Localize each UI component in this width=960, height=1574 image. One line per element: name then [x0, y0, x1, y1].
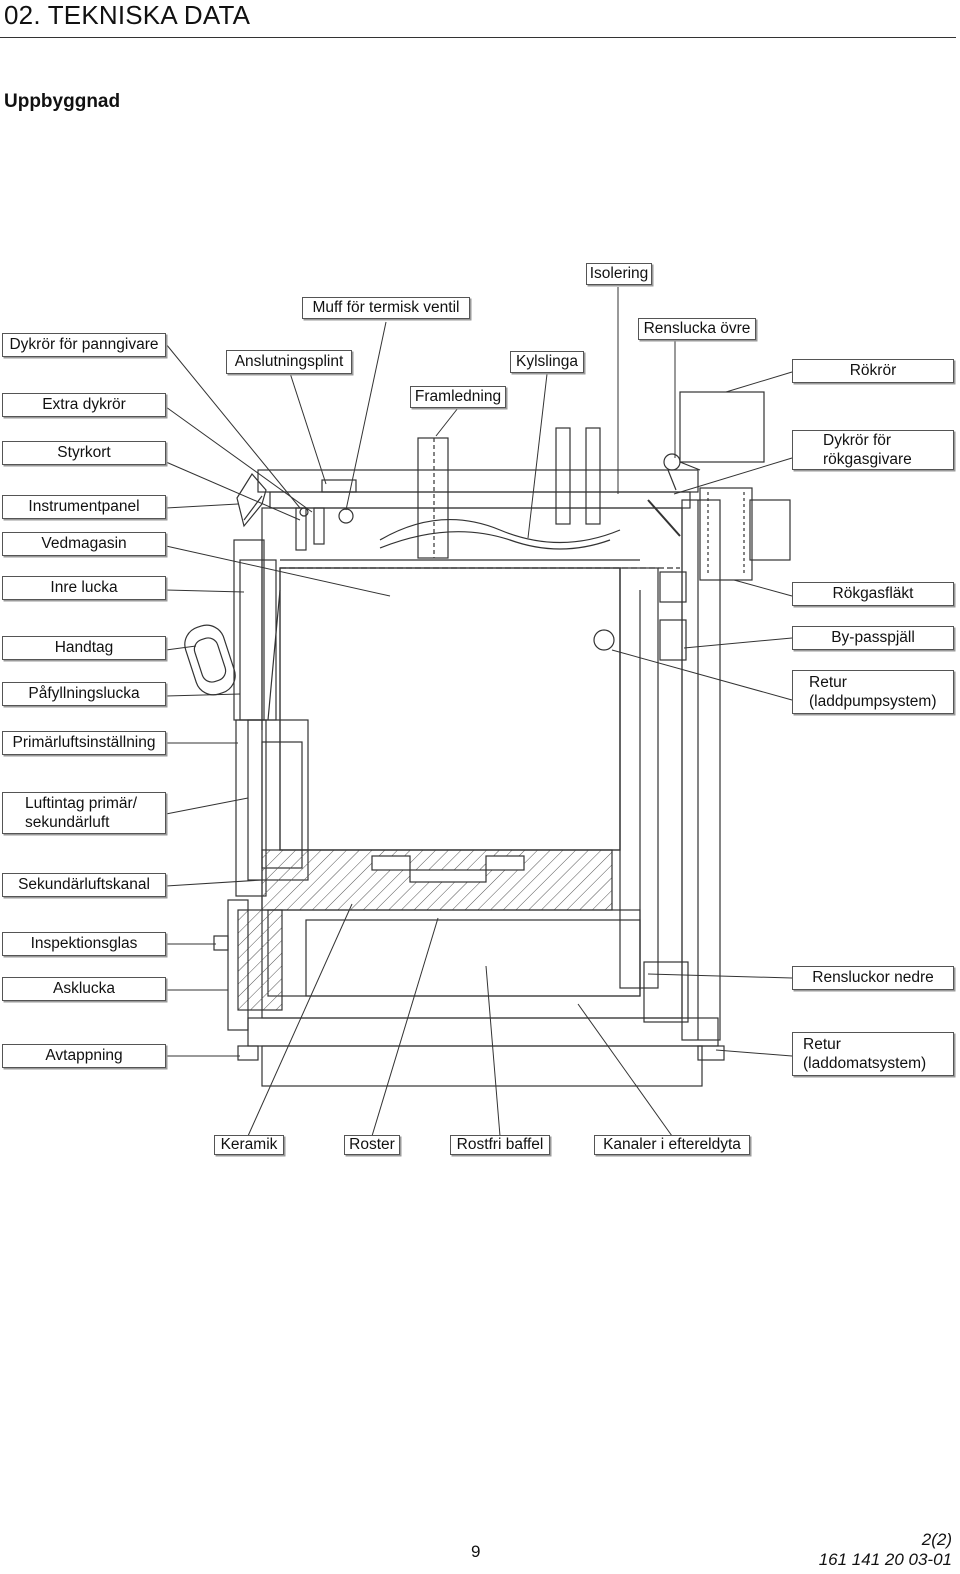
boiler-water-jacket [261, 507, 683, 1019]
door-handle [184, 624, 236, 696]
label-inre-lucka: Inre lucka [2, 576, 166, 600]
ash-chamber [267, 909, 641, 997]
label-styrkort: Styrkort [2, 441, 166, 465]
label-framledning: Framledning [410, 386, 506, 408]
label-kanaler-eftereldyta: Kanaler i eftereldyta [594, 1135, 750, 1155]
lower-cleaning-hatch [643, 961, 689, 1023]
label-rostfri-baffel: Rostfri baffel [450, 1135, 550, 1155]
label-keramik: Keramik [214, 1135, 284, 1155]
label-muff-termisk-ventil: Muff för termisk ventil [302, 297, 470, 319]
header-divider [0, 37, 956, 38]
boiler-right-casing [681, 499, 721, 1041]
flue-channel [619, 567, 659, 989]
label-pafyllningslucka: Påfyllningslucka [2, 682, 166, 706]
label-rensluckor-nedre: Rensluckor nedre [792, 966, 954, 990]
label-isolering: Isolering [586, 263, 652, 285]
label-vedmagasin: Vedmagasin [2, 532, 166, 556]
label-instrumentpanel: Instrumentpanel [2, 495, 166, 519]
cooling-coil-pipe-1 [555, 427, 571, 525]
label-dykror-rokgasgivare: Dykrör för rökgasgivare [792, 430, 954, 470]
label-rokror: Rökrör [792, 359, 954, 383]
document-page-indicator: 2(2) [921, 1530, 952, 1549]
ash-door [227, 899, 249, 1031]
wood-magazine [279, 567, 621, 851]
section-title: Uppbyggnad [4, 91, 121, 112]
flue-gas-fan [699, 487, 753, 581]
label-avtappning: Avtappning [2, 1044, 166, 1068]
label-rokgasflakt: Rökgasfläkt [792, 582, 954, 606]
label-primarluftsinstallning: Primärluftsinställning [2, 731, 166, 755]
bypass-damper [647, 499, 681, 537]
label-extra-dykror: Extra dykrör [2, 393, 166, 417]
flow-pipe [417, 437, 449, 559]
boiler-top-cover [257, 469, 699, 493]
label-anslutningsplint: Anslutningsplint [226, 350, 352, 374]
label-asklucka: Asklucka [2, 977, 166, 1001]
label-by-passpjall: By-passpjäll [792, 626, 954, 650]
label-kylslinga: Kylslinga [510, 351, 584, 373]
label-retur-laddpumpsystem: Retur (laddpumpsystem) [792, 670, 954, 714]
cooling-coil [379, 518, 621, 550]
label-retur-laddomatsystem: Retur (laddomatsystem) [792, 1032, 954, 1076]
label-renslucka-ovre: Renslucka övre [638, 318, 756, 340]
label-dykror-panngivare: Dykrör för panngivare [2, 333, 166, 357]
flue-gas-fan-motor [749, 499, 791, 561]
label-handtag: Handtag [2, 636, 166, 660]
cooling-coil-pipe-2 [585, 427, 601, 525]
ceramic-block [237, 909, 283, 1011]
page-title: 02. TEKNISKA DATA [4, 0, 251, 30]
label-roster: Roster [344, 1135, 400, 1155]
label-sekundarluftskanal: Sekundärluftskanal [2, 873, 166, 897]
instrument-panel [236, 472, 267, 528]
flue-pipe [679, 391, 765, 463]
boiler-top-plate [269, 491, 691, 509]
label-inspektionsglas: Inspektionsglas [2, 932, 166, 956]
return-connection-upper [593, 629, 615, 651]
label-luftintag: Luftintag primär/ sekundärluft [2, 792, 166, 834]
page-number: 9 [471, 1542, 481, 1561]
document-number: 161 141 20 03-01 [818, 1550, 952, 1569]
